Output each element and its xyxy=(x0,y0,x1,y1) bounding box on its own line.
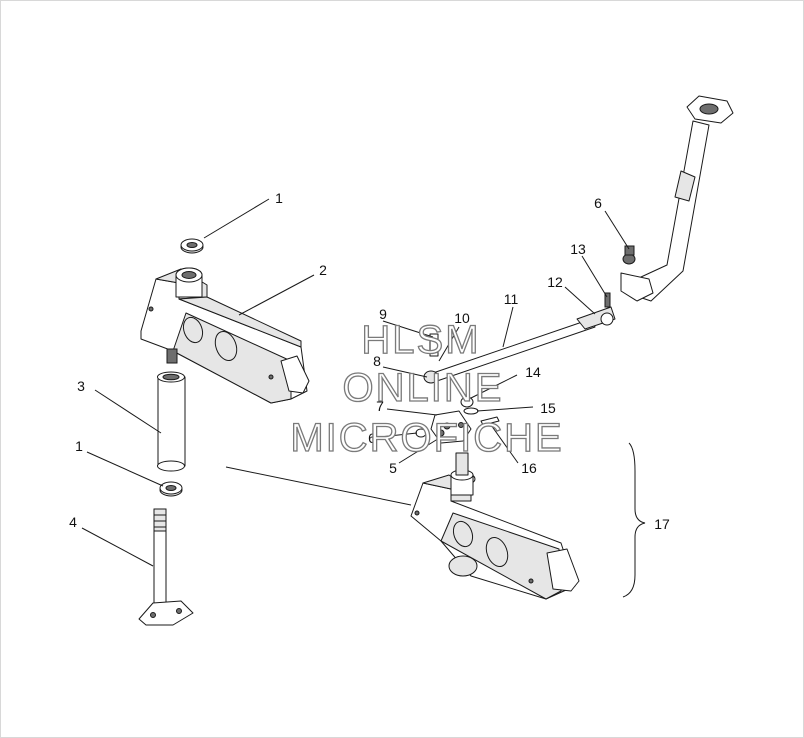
part-washer-mid xyxy=(159,481,183,497)
callout-16: 16 xyxy=(521,460,537,476)
part-washer-top xyxy=(180,238,204,254)
callout-3: 3 xyxy=(77,378,85,394)
part-linkage-assembly xyxy=(415,333,500,444)
leader-lines xyxy=(81,198,646,598)
callout-11: 11 xyxy=(504,291,519,307)
callout-15: 15 xyxy=(540,400,556,416)
watermark: HLSM ONLINE MICROFICHE xyxy=(290,317,563,460)
watermark-line-1: HLSM xyxy=(361,318,480,362)
callout-6-top: 6 xyxy=(594,195,602,211)
watermark-line-3: MICROFICHE xyxy=(290,416,563,460)
callout-1-top: 1 xyxy=(275,190,283,206)
callout-4: 4 xyxy=(69,514,77,530)
callout-7: 7 xyxy=(376,398,384,414)
callout-17: 17 xyxy=(654,516,670,532)
watermark-line-2: ONLINE xyxy=(343,366,504,410)
callout-12: 12 xyxy=(547,274,563,290)
callout-5: 5 xyxy=(389,460,397,476)
callout-13: 13 xyxy=(570,241,586,257)
part-king-pin xyxy=(138,508,194,626)
callout-labels: 1 2 3 1 4 6 13 12 11 9 10 8 14 7 15 6 5 … xyxy=(69,190,670,532)
callout-10: 10 xyxy=(454,310,470,326)
callout-8: 8 xyxy=(373,353,381,369)
callout-2: 2 xyxy=(319,262,327,278)
part-tie-rod xyxy=(423,292,616,384)
part-lower-frame-assembly xyxy=(410,452,580,600)
part-bushing-tube xyxy=(157,371,186,472)
callout-1-mid: 1 xyxy=(75,438,83,454)
part-steering-column xyxy=(620,95,734,302)
part-upper-frame xyxy=(140,267,310,404)
callout-14: 14 xyxy=(525,364,541,380)
callout-9: 9 xyxy=(379,306,387,322)
callout-6-mid: 6 xyxy=(368,430,376,446)
